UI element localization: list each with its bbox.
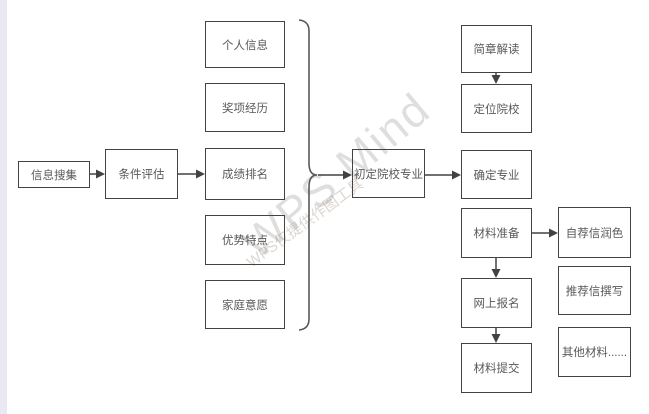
node-grade-ranking[interactable]: 成绩排名 (205, 148, 285, 200)
node-strength-traits[interactable]: 优势特点 (205, 215, 285, 265)
node-brochure-interpretation[interactable]: 简章解读 (461, 25, 532, 73)
edge-preliminary-to-confirm-major (425, 170, 461, 180)
node-material-submission[interactable]: 材料提交 (461, 343, 532, 393)
node-family-wishes[interactable]: 家庭意愿 (205, 280, 285, 329)
node-preliminary-school-major[interactable]: 初定院校专业 (352, 149, 425, 198)
edge-registration-to-submission (491, 328, 501, 343)
node-personal-info[interactable]: 个人信息 (205, 21, 285, 68)
node-online-registration[interactable]: 网上报名 (461, 278, 532, 328)
node-other-materials[interactable]: 其他材料...... (558, 327, 631, 377)
grouping-brace (298, 19, 318, 331)
node-info-collection[interactable]: 信息搜集 (18, 161, 90, 188)
edge-preparation-to-self-letter (532, 228, 558, 238)
edge-brace-to-preliminary (318, 170, 352, 180)
edge-info-to-evaluation (90, 169, 105, 179)
edge-evaluation-to-ranking (178, 169, 205, 179)
node-recommendation-letter[interactable]: 推荐信撰写 (558, 266, 631, 315)
left-edge-strip (0, 0, 7, 414)
node-award-experience[interactable]: 奖项经历 (205, 83, 285, 132)
node-self-letter-polish[interactable]: 自荐信润色 (558, 207, 631, 258)
node-target-schools[interactable]: 定位院校 (461, 84, 532, 133)
edge-brochure-to-target-schools (491, 73, 501, 84)
node-condition-evaluation[interactable]: 条件评估 (105, 149, 178, 199)
edge-preparation-to-registration (491, 258, 501, 278)
node-material-preparation[interactable]: 材料准备 (461, 208, 532, 258)
node-confirm-major[interactable]: 确定专业 (461, 150, 532, 199)
